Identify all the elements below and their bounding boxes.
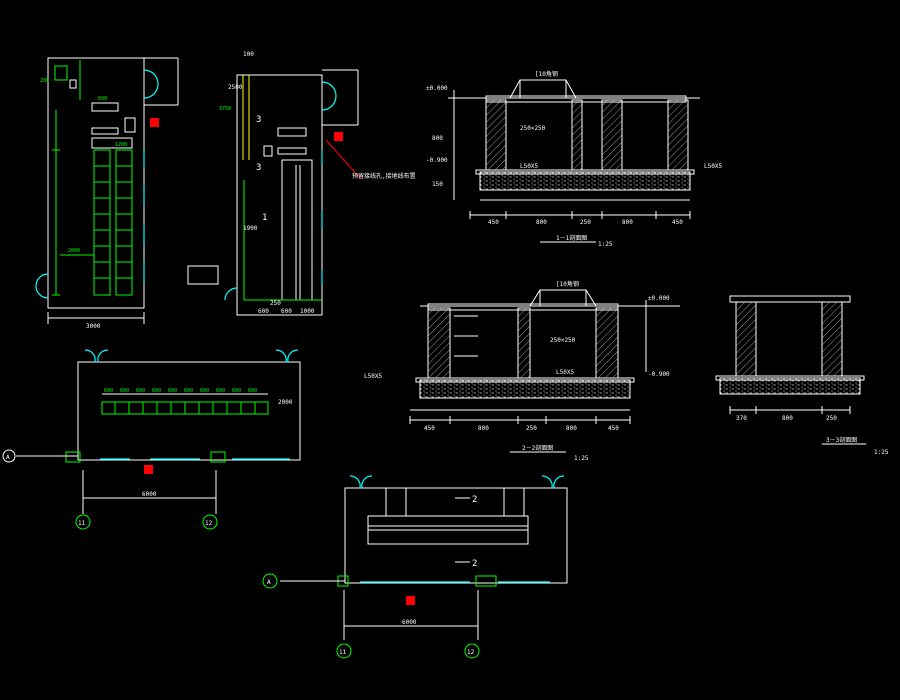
plan-a-dim-top: 600 [98, 96, 107, 102]
s2-cover: [10角钢 [556, 280, 579, 288]
plan-a-dim-side: 2000 [68, 248, 80, 254]
plan-a-dim-mid: 1200 [115, 142, 127, 148]
cut-mark-top: 2 [472, 495, 477, 505]
section-3-3: 370 800 250 3－3剖面图 1:25 [715, 295, 889, 456]
s3-title: 3－3剖面图 [826, 436, 857, 444]
s2-angle-right: L50X5 [556, 369, 574, 376]
plan-view-c: 600 600 600 600 600 600 600 600 600 600 … [2, 349, 301, 530]
s2-dim-4: 450 [608, 425, 619, 432]
s2-elev-top: ±0.000 [648, 295, 670, 302]
plan-d-dim-span: 6000 [402, 619, 417, 626]
s3-dim-1: 800 [782, 415, 793, 422]
cut-mark-bottom: 2 [472, 559, 477, 569]
axis-12b-label: 12 [467, 649, 475, 656]
cabinet-dim-0: 600 [104, 388, 113, 394]
plan-b-dim-2: 100 [243, 51, 254, 58]
cabinet-dim-8: 600 [232, 388, 241, 394]
axis-a-label: A [6, 454, 10, 461]
s1-scale: 1:25 [598, 241, 613, 248]
s2-dim-0: 450 [424, 425, 435, 432]
s1-left-dim-1: 150 [432, 181, 443, 188]
plan-c-dim-span: 6000 [142, 491, 157, 498]
s3-scale: 1:25 [874, 449, 889, 456]
cabinet-column-left [93, 149, 111, 296]
s1-elev-top: ±0.000 [426, 85, 448, 92]
plan-b-dim-7: 1900 [243, 225, 258, 232]
section-1-1: 450 800 250 800 450 ±0.000 -0.900 800 15… [426, 70, 722, 248]
s1-angle: L50X5 [520, 163, 538, 170]
s1-dim-0: 450 [488, 219, 499, 226]
axis-11b-label: 11 [339, 649, 347, 656]
plan-a-dim-left: 200 [40, 78, 49, 84]
axis-a2-label: A [267, 579, 271, 586]
s1-elev-bottom: -0.900 [426, 157, 448, 164]
s1-angle-right: L50X5 [704, 163, 722, 170]
cabinet-dim-2: 600 [136, 388, 145, 394]
plan-b-note: 预留接线孔,接地线布置 [352, 172, 416, 180]
s3-dim-0: 370 [736, 415, 747, 422]
cabinet-dim-3: 600 [152, 388, 161, 394]
plan-c-dim-side: 2000 [278, 399, 293, 406]
s2-scale: 1:25 [574, 455, 589, 462]
plan-view-b: 预留接线孔,接地线布置 3750 2500 100 600 600 1000 2… [187, 51, 416, 316]
section-2-2: 450 800 250 800 450 ±0.000 -0.900 [10角钢 … [364, 280, 680, 462]
s3-dim-2: 250 [826, 415, 837, 422]
plan-b-line-0: 1 [262, 213, 267, 223]
s2-size: 250×250 [550, 337, 576, 344]
plan-view-a: 200 600 1200 2000 3000 [35, 57, 179, 330]
cabinet-dim-1: 600 [120, 388, 129, 394]
s1-dim-3: 800 [622, 219, 633, 226]
cabinet-column-right [115, 149, 133, 296]
plan-view-d: 2 2 A 11 12 6000 [262, 475, 568, 659]
axis-12-label: 12 [205, 520, 213, 527]
cabinet-dim-9: 600 [248, 388, 257, 394]
s2-angle: L50X5 [364, 373, 382, 380]
plan-b-dim-1: 2500 [228, 84, 243, 91]
s1-dim-2: 250 [580, 219, 591, 226]
plan-b-dim-5: 1000 [300, 308, 315, 315]
s2-dim-3: 800 [566, 425, 577, 432]
cabinet-dim-4: 600 [168, 388, 177, 394]
plan-b-dim-6: 250 [270, 300, 281, 307]
s1-title: 1－1剖面图 [556, 234, 587, 242]
s2-elev-bottom: -0.900 [648, 371, 670, 378]
s1-dim-1: 800 [536, 219, 547, 226]
plan-b-dim-4: 600 [281, 308, 292, 315]
cabinet-dim-5: 600 [184, 388, 193, 394]
plan-a-dim-bottom: 3000 [86, 323, 101, 330]
s1-size: 250×250 [520, 125, 546, 132]
plan-b-dim-3: 600 [258, 308, 269, 315]
cabinet-row [101, 401, 269, 415]
s1-left-dim-0: 800 [432, 135, 443, 142]
axis-11-label: 11 [78, 520, 86, 527]
s2-dim-1: 800 [478, 425, 489, 432]
plan-b-dim-0: 3750 [219, 106, 231, 112]
cabinet-dim-6: 600 [200, 388, 209, 394]
s1-dim-4: 450 [672, 219, 683, 226]
plan-b-line-1: 3 [256, 115, 261, 125]
s2-title: 2－2剖面图 [522, 444, 553, 452]
cabinet-dim-7: 600 [216, 388, 225, 394]
plan-b-line-2: 3 [256, 163, 261, 173]
s1-cover: [10角钢 [535, 70, 558, 78]
s2-dim-2: 250 [526, 425, 537, 432]
